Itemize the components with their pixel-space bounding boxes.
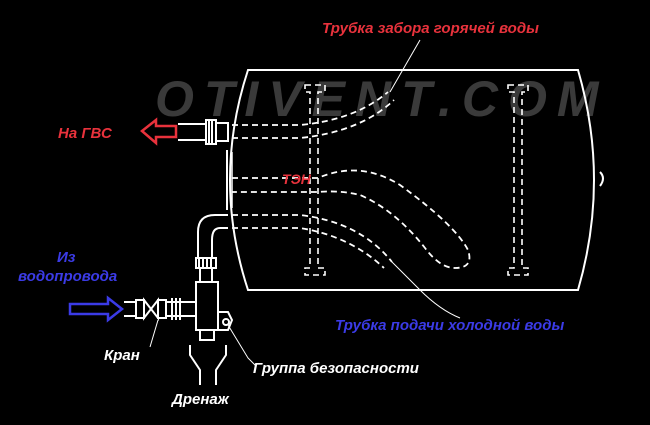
cold-inflow-arrow: [68, 295, 125, 323]
drain-funnel: [189, 345, 227, 385]
tank-right-cap: [599, 171, 604, 187]
heater-element: [232, 169, 471, 269]
right-bracket: [507, 84, 529, 276]
leader-hot-intake: [389, 39, 421, 93]
label-valve: Кран: [104, 347, 140, 364]
hot-outflow-arrow: [140, 117, 178, 146]
label-from-supply-line1: Из: [57, 249, 76, 266]
left-bracket: [304, 84, 326, 276]
leader-valve: [149, 319, 159, 348]
cold-inlet-pipe: [195, 214, 228, 282]
leader-cold-supply: [391, 261, 461, 319]
hot-intake-pipe: [232, 91, 395, 139]
label-safety-group: Группа безопасности: [253, 360, 419, 377]
tank-body: [229, 69, 595, 291]
leader-lines: [149, 39, 461, 367]
label-to-dhw: На ГВС: [58, 125, 113, 142]
label-drain: Дренаж: [170, 391, 230, 408]
label-hot-intake-pipe: Трубка забора горячей воды: [322, 20, 539, 37]
label-from-supply-line2: водопровода: [18, 268, 117, 285]
leader-safety-group: [227, 324, 257, 367]
hot-outlet-fitting: [178, 119, 229, 145]
cold-supply-pipe: [232, 214, 393, 269]
label-cold-supply-pipe: Трубка подачи холодной воды: [335, 317, 564, 334]
label-heater: ТЭН: [282, 171, 312, 187]
watermark: OTIVENT.COM: [155, 71, 609, 127]
cold-feed-line: [124, 297, 196, 321]
safety-group: [195, 281, 234, 341]
